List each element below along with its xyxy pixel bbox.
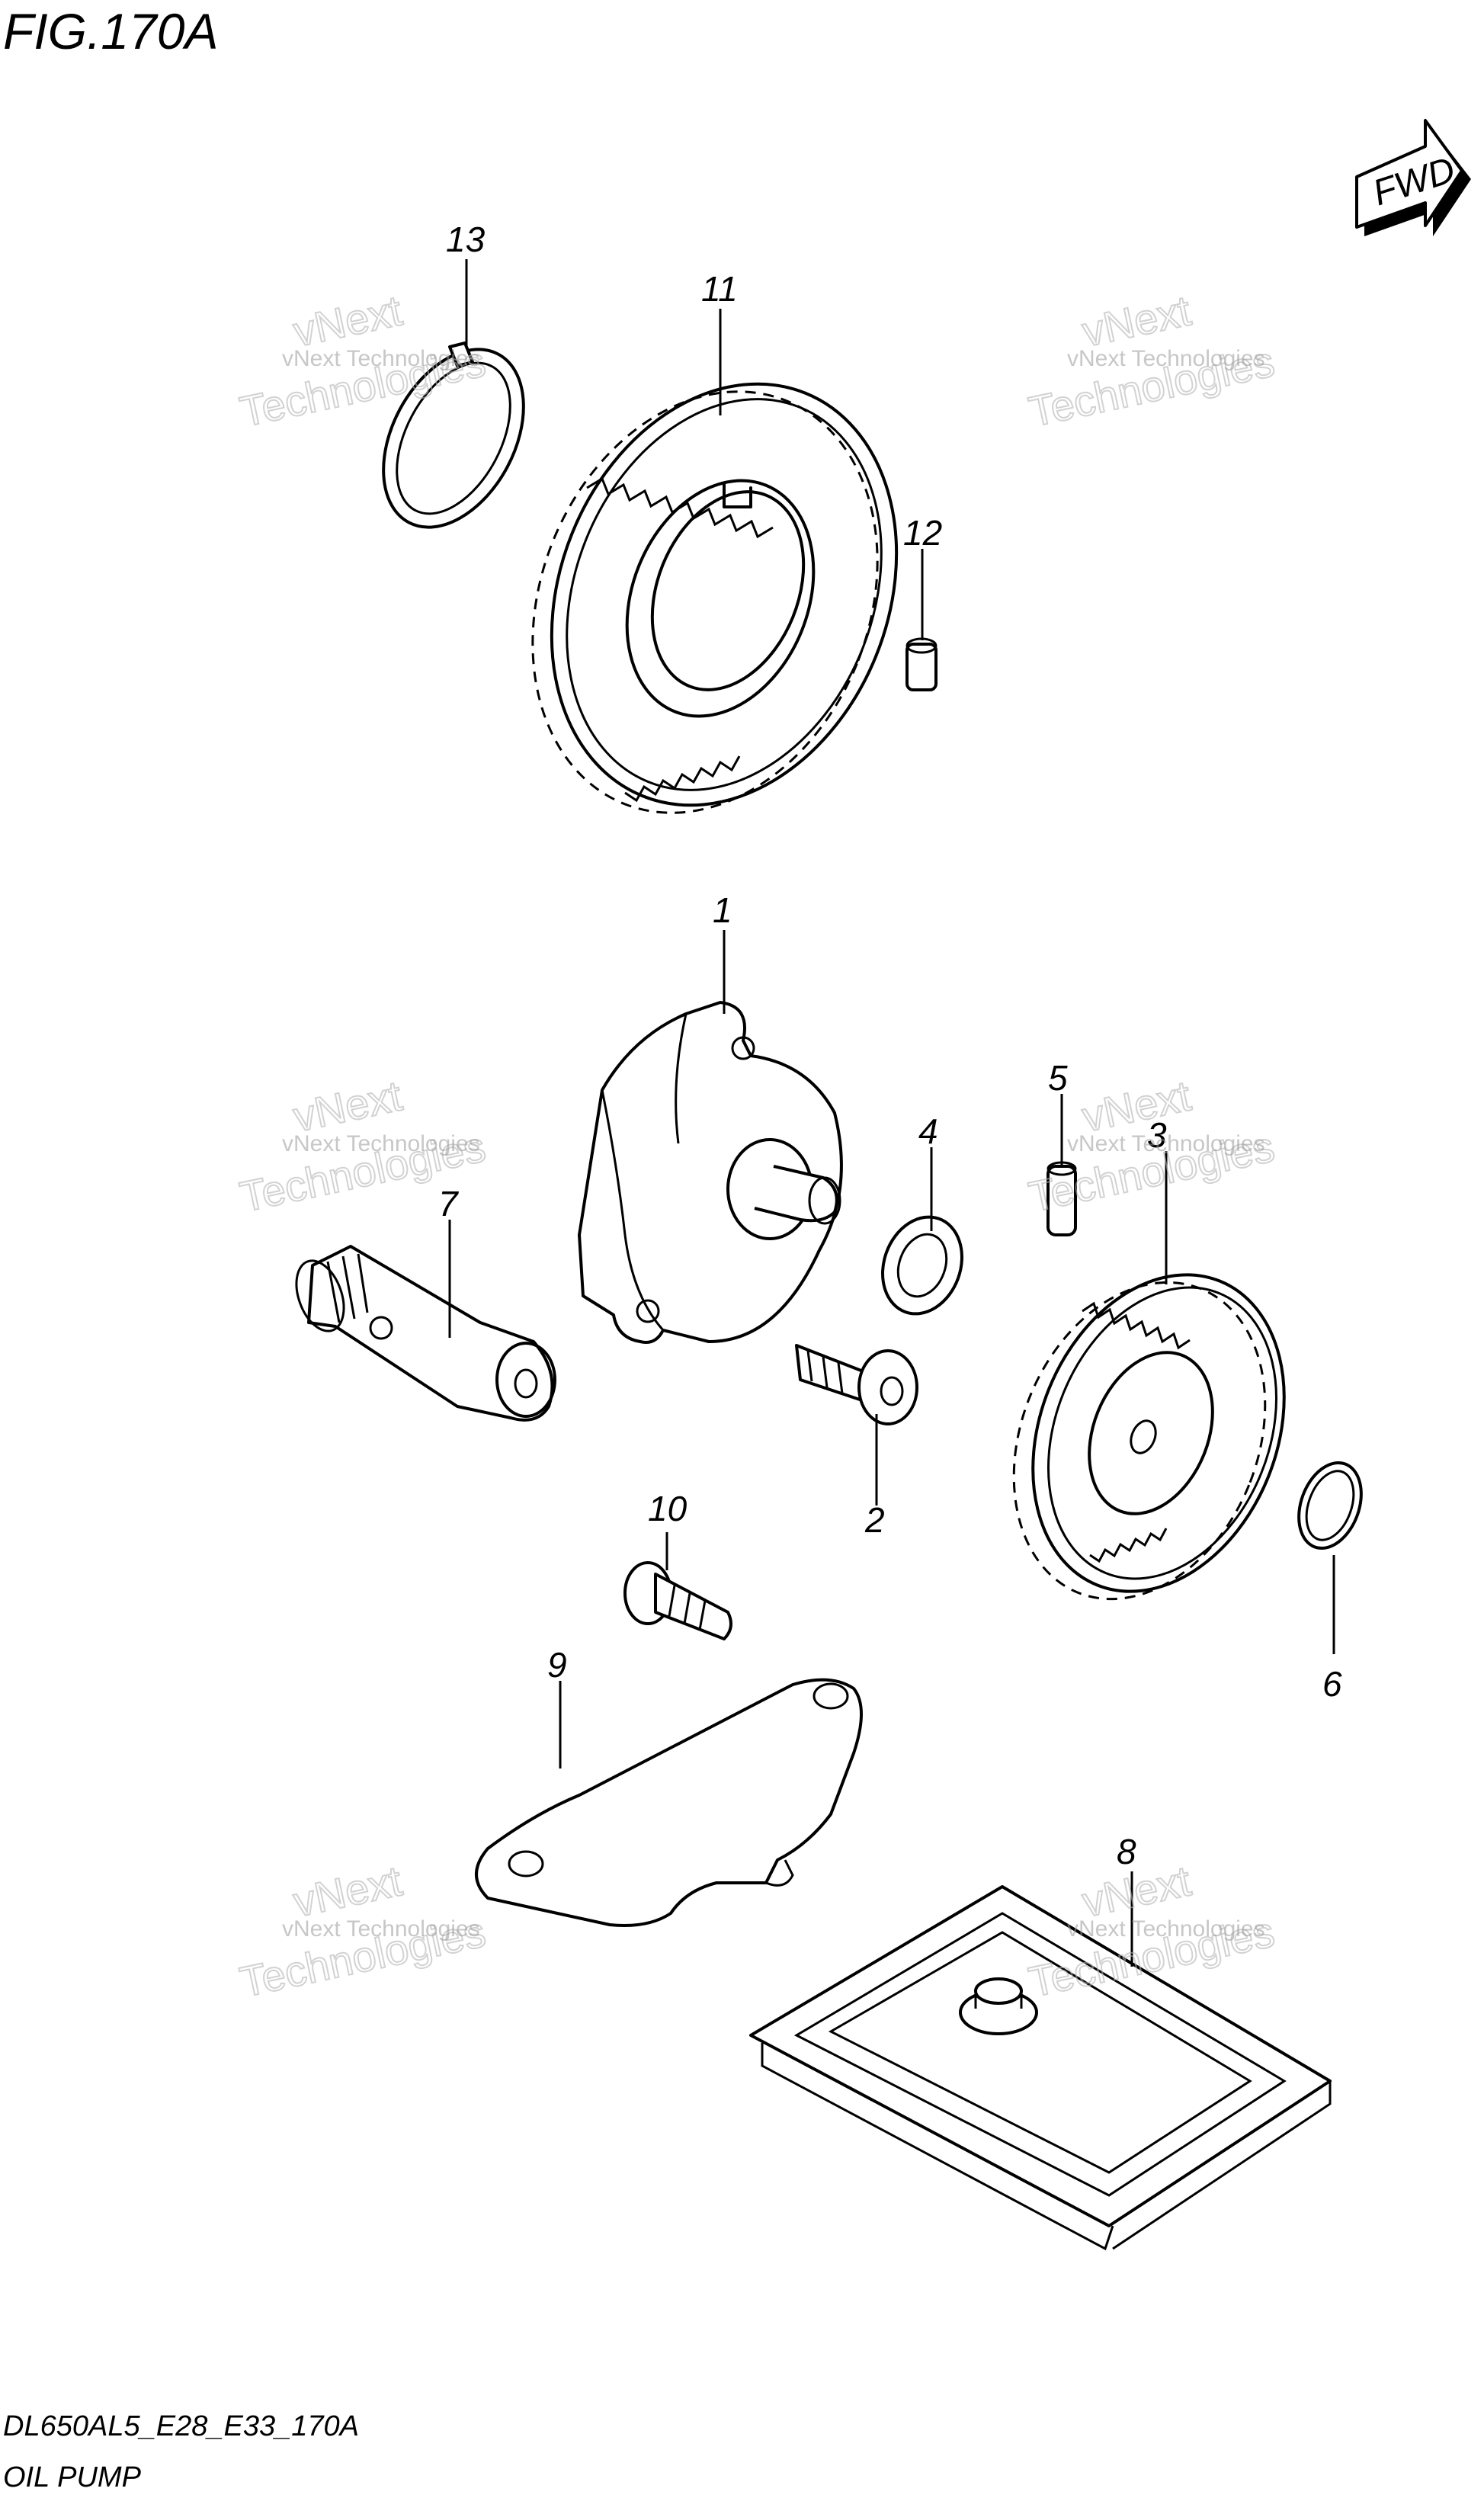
callout-numbers: 1 2 3 4 5 6 7 8 9 10 11 12 13 [438,220,1342,1871]
callout-9: 9 [547,1645,567,1685]
callout-7: 7 [438,1184,459,1223]
part-10-bolt [623,1561,732,1640]
part-8-oil-strainer [749,1885,1332,2251]
callout-10: 10 [648,1489,688,1528]
part-13-circlip [382,342,525,529]
watermark: vNext Technologies vNext Technologies [1024,285,1279,436]
fwd-arrow-icon: FWD [1355,119,1471,236]
part-9-plate [475,1678,863,1927]
watermark: vNext Technologies vNext Technologies [235,1855,490,2006]
part-11-oil-pump-driven-gear [531,382,899,814]
callout-13: 13 [446,220,486,259]
figure-title: FIG.170A [3,3,218,59]
callout-12: 12 [903,513,942,553]
figure-name: OIL PUMP [3,2461,142,2493]
callout-1: 1 [713,890,732,930]
leader-lines [448,259,1335,1967]
part-6-circlip [1297,1461,1363,1550]
part-12-dowel-pin [905,637,938,691]
svg-text:vNext Technologies: vNext Technologies [282,346,480,371]
svg-text:vNext Technologies: vNext Technologies [1067,1916,1265,1942]
callout-2: 2 [864,1500,885,1540]
callout-4: 4 [918,1111,938,1151]
svg-text:vNext Technologies: vNext Technologies [282,1916,480,1942]
watermark: vNext Technologies vNext Technologies [235,285,490,436]
callout-6: 6 [1322,1664,1342,1704]
part-1-oil-pump-body [578,1001,843,1344]
figure-code: DL650AL5_E28_E33_170A [3,2410,359,2442]
svg-text:vNext Technologies: vNext Technologies [1067,346,1265,371]
svg-text:vNext Technologies: vNext Technologies [282,1131,480,1156]
callout-5: 5 [1048,1058,1068,1098]
svg-text:vNext Technologies: vNext Technologies [1067,1131,1265,1156]
callout-3: 3 [1147,1115,1167,1155]
part-4-washer [881,1215,963,1316]
part-3-oil-pump-gear [1012,1273,1286,1601]
part-7-shaft [295,1245,556,1422]
callout-11: 11 [701,269,738,309]
part-2-bolt [795,1344,918,1425]
callout-8: 8 [1117,1832,1136,1871]
